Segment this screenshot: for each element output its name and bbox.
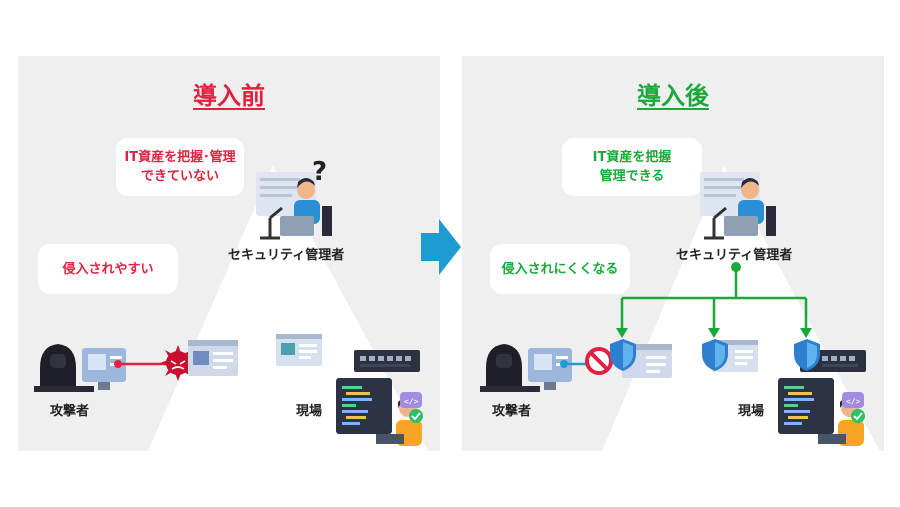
shield-icon	[794, 339, 820, 371]
after-bubble-intrusion-text: 侵入されにくくなる	[501, 261, 619, 277]
browser-window-icon	[276, 334, 322, 366]
shield-icon	[610, 339, 636, 371]
before-bubble-assets-text: IT資産を把握･管理できていない	[124, 150, 236, 184]
before-admin-label: セキュリティ管理者	[228, 248, 345, 263]
code-icon: </>	[400, 392, 422, 408]
after-bubble-assets-text: IT資産を把握管理できる	[592, 150, 672, 184]
svg-text:</>: </>	[846, 397, 861, 406]
after-site-label: 現場	[738, 404, 765, 419]
before-site-label: 現場	[296, 404, 323, 419]
before-bubble-intrusion: 侵入されやすい	[38, 244, 178, 294]
management-connectors	[616, 262, 812, 338]
before-title: 導入前	[193, 82, 265, 110]
after-admin-label: セキュリティ管理者	[676, 248, 793, 263]
svg-text:</>: </>	[404, 397, 419, 406]
check-icon	[409, 409, 423, 423]
transition-arrow	[421, 219, 461, 275]
before-attacker-label: 攻撃者	[50, 404, 90, 419]
question-mark-icon: ?	[312, 157, 327, 186]
no-entry-icon	[585, 347, 613, 375]
after-bubble-intrusion: 侵入されにくくなる	[490, 244, 630, 294]
security-admin-illustration	[256, 172, 332, 240]
svg-text:?: ?	[312, 157, 327, 186]
after-bubble-assets: IT資産を把握管理できる	[562, 138, 702, 196]
shield-icon	[702, 339, 728, 371]
after-attacker-label: 攻撃者	[492, 404, 532, 419]
browser-window-icon	[188, 340, 238, 376]
code-icon: </>	[842, 392, 864, 408]
network-switch-icon	[354, 350, 420, 372]
before-bubble-assets: IT資産を把握･管理できていない	[116, 138, 244, 196]
before-bubble-intrusion-text: 侵入されやすい	[62, 261, 154, 277]
site-worker-illustration	[336, 378, 422, 446]
panel-after: 導入後 IT資産を把握管理できる 侵入されにくくなる セキュリティ管理者	[462, 56, 884, 451]
after-title: 導入後	[637, 82, 709, 110]
check-icon	[851, 409, 865, 423]
security-admin-illustration	[700, 172, 776, 240]
attacker-illustration	[480, 344, 572, 392]
panel-before: 導入前 IT資産を把握･管理できていない 侵入されやすい ? セキュリティ管理者…	[18, 56, 440, 451]
